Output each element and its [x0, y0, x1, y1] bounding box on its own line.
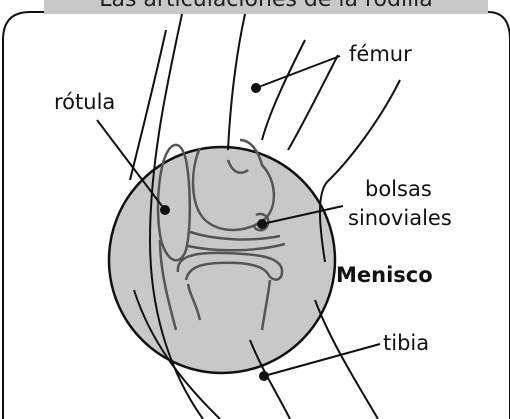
rotula-dot [161, 206, 169, 214]
leg-outline-left-upper [130, 30, 166, 180]
leg-outline-femur-inner [228, 14, 245, 150]
label-menisco: Menisco [336, 265, 433, 286]
label-femur: fémur [349, 44, 412, 65]
label-rotula: rótula [54, 92, 115, 113]
leg-outline-femur-mid [262, 40, 305, 140]
femur-leader [256, 56, 340, 88]
label-tibia: tibia [383, 333, 429, 354]
leg-outline-right-upper2 [288, 55, 338, 150]
label-bolsas-line2: sinoviales [348, 208, 452, 229]
femur-dot [252, 84, 260, 92]
label-bolsas-line1: bolsas [365, 179, 432, 200]
tibia-dot [260, 372, 268, 380]
bolsas-dot [258, 220, 266, 228]
